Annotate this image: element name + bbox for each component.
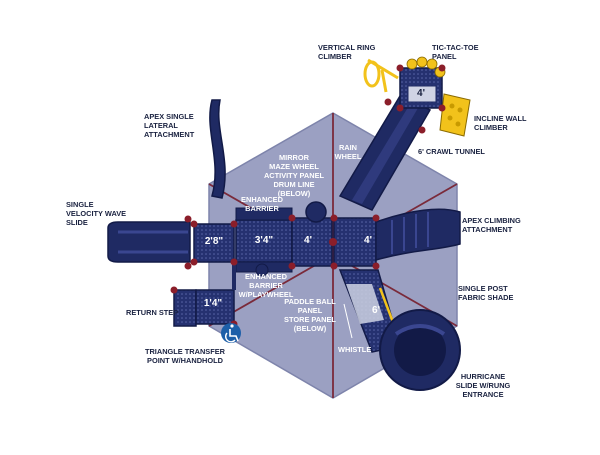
apex-climbing-label: APEX CLIMBING ATTACHMENT (462, 216, 521, 234)
velocity-wave-slide (107, 215, 192, 270)
slide-entry (346, 284, 384, 324)
deck-4-top-label: 4' (417, 88, 425, 99)
hurricane-slide-label: HURRICANE SLIDE W/RUNG ENTRANCE (455, 372, 511, 399)
deck-1-4-label: 1'4" (203, 298, 223, 309)
hurricane-slide (379, 309, 461, 391)
whistle-leader (343, 303, 353, 339)
playwheel (255, 263, 269, 277)
rain-wheel-label: RAIN WHEEL (334, 143, 362, 161)
top-tower-posts (384, 64, 446, 134)
wheelchair-icon (221, 323, 241, 343)
triangle-transfer-label: TRIANGLE TRANSFER POINT W/HANDHOLD (144, 347, 226, 365)
crawl-tunnel-label: 6' CRAWL TUNNEL (418, 147, 485, 156)
apex-climbing-attachment (375, 208, 461, 262)
triangle-transfer-point (195, 289, 235, 325)
tic-tac-toe-panel (406, 56, 446, 78)
incline-wall-climber-label: INCLINE WALL CLIMBER (474, 114, 527, 132)
velocity-wave-slide-label: SINGLE VELOCITY WAVE SLIDE (66, 200, 127, 227)
apex-lateral-attachment (209, 99, 226, 199)
climbing-rungs (391, 212, 429, 254)
paddle-ball-label: PADDLE BALL PANEL STORE PANEL (BELOW) (284, 297, 336, 333)
deck-2-8-label: 2'8" (204, 236, 224, 247)
maze-wheel (305, 201, 327, 223)
shade-post (329, 238, 337, 246)
deck-4-right-label: 4' (364, 235, 372, 246)
deck-6-label: 6' (372, 305, 380, 316)
enhanced-barrier (235, 207, 293, 221)
deck-4-center-label: 4' (304, 235, 312, 246)
apex-lateral-label: APEX SINGLE LATERAL ATTACHMENT (144, 112, 195, 139)
incline-wall-climber (439, 93, 471, 137)
tunnel-highlight (352, 104, 418, 204)
tic-tac-toe-panel-label: TIC-TAC-TOE PANEL (432, 43, 479, 61)
vertical-ring-climber-label: VERTICAL RING CLIMBER (318, 43, 376, 61)
deck-3-4 (235, 219, 293, 263)
enhanced-barrier-label: ENHANCED BARRIER (241, 195, 283, 213)
return-step-label: RETURN STEP (126, 308, 179, 317)
main-posts (170, 214, 380, 328)
deck-3-4-label: 3'4" (254, 235, 274, 246)
deck-4-center (291, 217, 333, 267)
mirror-group-label: MIRROR MAZE WHEEL ACTIVITY PANEL DRUM LI… (263, 153, 325, 198)
deck-2-8 (193, 223, 235, 263)
whistle-label: WHISTLE (338, 345, 372, 354)
fabric-shade-label: SINGLE POST FABRIC SHADE (458, 284, 514, 302)
enhanced-barrier-playwheel-label: ENHANCED BARRIER W/PLAYWHEEL (238, 272, 294, 299)
vertical-ring-climber (363, 58, 399, 93)
